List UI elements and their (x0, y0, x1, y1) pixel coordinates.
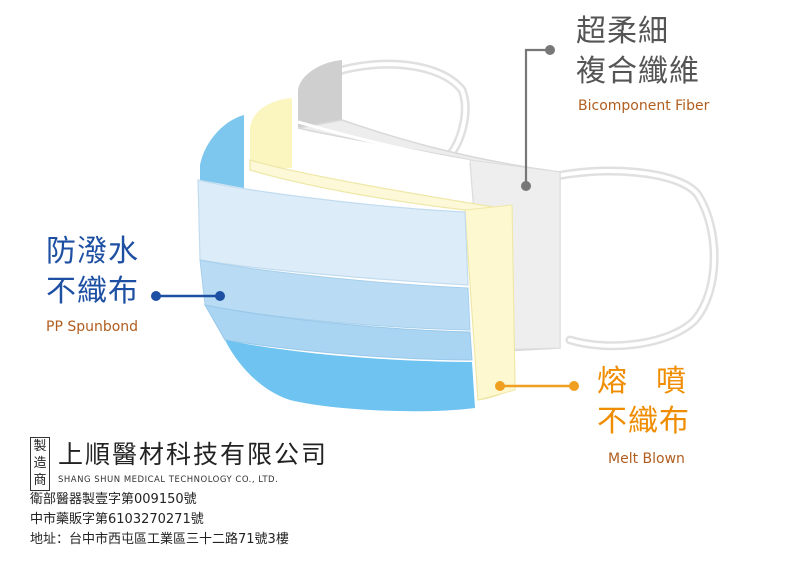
middle-layer-title-line2: 不織布 (597, 404, 690, 439)
middle-layer-title-line1: 熔噴 (597, 364, 687, 400)
middle-layer-title-char2: 噴 (656, 364, 687, 399)
outer-layer-title-line1: 防潑水 (46, 234, 139, 269)
pointer-middle (495, 381, 579, 391)
badge-char: 造 (33, 456, 47, 471)
inner-layer-title-line1: 超柔細 (576, 14, 669, 49)
pointer-outer (151, 291, 225, 301)
outer-layer-blue (197, 115, 475, 412)
inner-layer-title-line2: 複合纖維 (576, 54, 700, 89)
badge-char: 製 (33, 439, 47, 454)
device-license: 衛部醫器製壹字第009150號 (30, 492, 197, 507)
pointer-inner (521, 45, 555, 191)
manufacturer-badge: 製 造 商 (30, 437, 50, 491)
outer-layer-subtitle: PP Spunbond (46, 319, 139, 335)
badge-char: 商 (33, 473, 47, 488)
company-name-en: SHANG SHUN MEDICAL TECHNOLOGY CO., LTD. (58, 475, 279, 485)
middle-layer-title-char1: 熔 (597, 364, 628, 399)
pharmacy-license: 中市藥販字第6103270271號 (30, 512, 204, 527)
company-name: 上順醫材科技有限公司 (58, 440, 329, 469)
company-address: 地址：台中市西屯區工業區三十二路71號3樓 (30, 532, 289, 547)
inner-layer-subtitle: Bicomponent Fiber (578, 98, 710, 114)
outer-layer-title-line2: 不織布 (46, 274, 139, 309)
middle-layer-subtitle: Melt Blown (608, 451, 685, 467)
middle-layer-yellow (249, 98, 516, 401)
